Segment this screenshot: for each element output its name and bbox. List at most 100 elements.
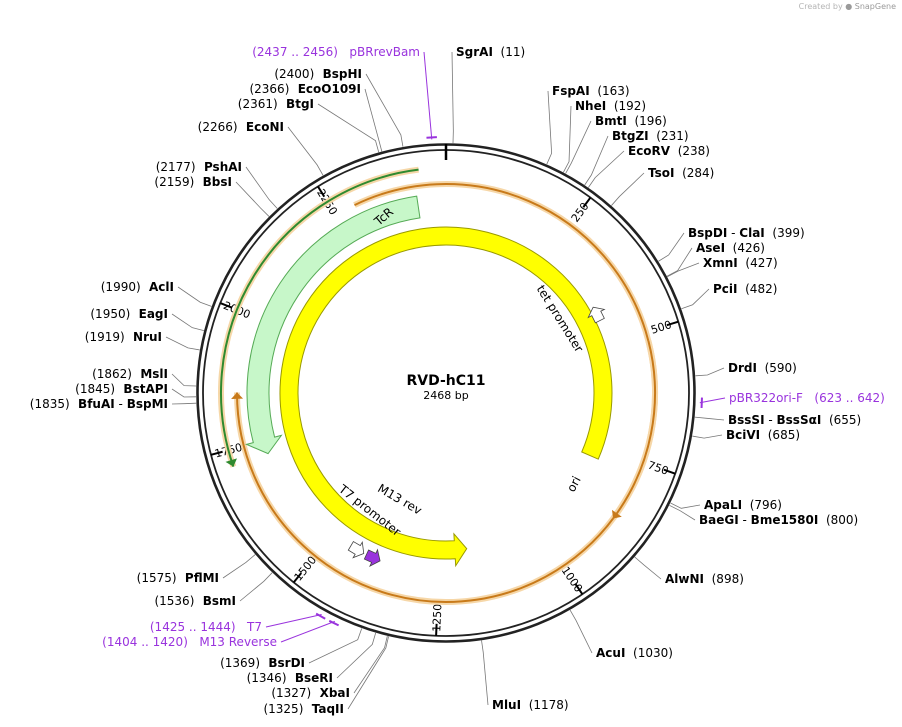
tick-500 [666, 320, 679, 327]
primer-label-pbrrevbam[interactable]: (2437 .. 2456) pBRrevBam [252, 45, 420, 59]
orf-arrowhead [231, 392, 244, 400]
enzyme-label-bseri[interactable]: (1346) BseRI [247, 671, 333, 685]
enzyme-position: (1950) [90, 307, 130, 321]
enzyme-position: (2400) [274, 67, 314, 81]
enzyme-label-taqii[interactable]: (1325) TaqII [263, 702, 344, 716]
primer-leader-m13-reverse [280, 620, 335, 643]
m13-rev-arrow[interactable] [363, 546, 384, 569]
enzyme-label-pflmi[interactable]: (1575) PflMI [137, 571, 219, 585]
enzyme-label-ecoo109i[interactable]: (2366) EcoO109I [249, 82, 361, 96]
primer-name: M13 Reverse [188, 635, 277, 649]
enzyme-position: (399) [765, 226, 805, 240]
enzyme-label-bfuai[interactable]: (1835) BfuAI - BspMI [30, 397, 168, 411]
leader-acui [569, 609, 593, 654]
enzyme-label-bsphi[interactable]: (2400) BspHI [274, 67, 362, 81]
enzyme-name: MslI [132, 367, 168, 381]
ori-label: ori [564, 474, 584, 494]
leader-bsmi [239, 572, 273, 602]
enzyme-position: (1862) [92, 367, 132, 381]
enzyme-position: (2361) [238, 97, 278, 111]
enzyme-position: (655) [821, 413, 861, 427]
enzyme-label-sgrai[interactable]: SgrAI (11) [456, 45, 525, 59]
enzyme-label-econi[interactable]: (2266) EcoNI [198, 120, 284, 134]
primer-label-t7[interactable]: (1425 .. 1444) T7 [150, 620, 262, 634]
tcr-gene-arrow[interactable] [244, 195, 421, 455]
enzyme-position: (1346) [247, 671, 287, 685]
enzyme-position: (1536) [154, 594, 194, 608]
enzyme-label-bcivi[interactable]: BciVI (685) [726, 428, 800, 442]
enzyme-name: BsrDI [260, 656, 305, 670]
enzyme-name: BsmI [194, 594, 236, 608]
enzyme-label-tsoi[interactable]: TsoI (284) [648, 166, 714, 180]
enzyme-label-acli[interactable]: (1990) AclI [101, 280, 174, 294]
T7-promoter-arrow[interactable] [346, 538, 368, 561]
enzyme-label-fspai[interactable]: FspAI (163) [552, 84, 630, 98]
tick-label-750: 750 [646, 459, 670, 478]
enzyme-separator: - [765, 413, 777, 427]
enzyme-label-xmni[interactable]: XmnI (427) [703, 256, 778, 270]
enzyme-position: (796) [742, 498, 782, 512]
leader-baegi [669, 504, 696, 521]
enzyme-label-bsmi[interactable]: (1536) BsmI [154, 594, 236, 608]
leader-bseri [336, 632, 377, 679]
primer-leader-pbrrevbam [423, 51, 433, 140]
enzyme-label-alwni[interactable]: AlwNI (898) [665, 572, 744, 586]
enzyme-label-ecorv[interactable]: EcoRV (238) [628, 144, 710, 158]
leader-drdi [695, 367, 725, 377]
ori-arrow[interactable] [279, 226, 613, 568]
orf-arc [220, 168, 419, 467]
enzyme-label-eagi[interactable]: (1950) EagI [90, 307, 168, 321]
enzyme-name: BspMI [127, 397, 168, 411]
enzyme-name: BspHI [314, 67, 362, 81]
primer-label-m13-reverse[interactable]: (1404 .. 1420) M13 Reverse [102, 635, 277, 649]
enzyme-name: FspAI [552, 84, 590, 98]
enzyme-label-xbai[interactable]: (1327) XbaI [271, 686, 350, 700]
tet-promoter-arrow[interactable] [585, 303, 608, 324]
enzyme-name: BciVI [726, 428, 760, 442]
enzyme-position: (1845) [75, 382, 115, 396]
enzyme-label-bbsi[interactable]: (2159) BbsI [154, 175, 232, 189]
enzyme-label-bstapi[interactable]: (1845) BstAPI [75, 382, 168, 396]
enzyme-position: (1178) [521, 698, 569, 712]
enzyme-position: (196) [627, 114, 667, 128]
enzyme-position: (1835) [30, 397, 70, 411]
enzyme-label-msli[interactable]: (1862) MslI [92, 367, 168, 381]
enzyme-label-nrui[interactable]: (1919) NruI [85, 330, 162, 344]
enzyme-label-bsrdi[interactable]: (1369) BsrDI [220, 656, 305, 670]
enzyme-position: (192) [606, 99, 646, 113]
enzyme-name: MluI [492, 698, 521, 712]
leader-bstapi [171, 388, 197, 398]
primer-label-pbr322ori-f[interactable]: pBR322ori-F (623 .. 642) [729, 391, 885, 405]
site-labels: SgrAI (11) FspAI (163)NheI (192)BmtI (196… [30, 45, 885, 716]
leader-apali [670, 502, 701, 509]
enzyme-name: BssSαI [777, 413, 822, 427]
enzyme-separator: - [739, 513, 751, 527]
enzyme-name: BfuAI [70, 397, 115, 411]
enzyme-label-drdi[interactable]: DrdI (590) [728, 361, 797, 375]
enzyme-name: XmnI [703, 256, 738, 270]
enzyme-label-pcii[interactable]: PciI (482) [713, 282, 777, 296]
enzyme-label-nhei[interactable]: NheI (192) [575, 99, 646, 113]
leader-bsphi [365, 73, 404, 147]
enzyme-label-btgi[interactable]: (2361) BtgI [238, 97, 314, 111]
enzyme-label-bsssi[interactable]: BssSI - BssSαI (655) [728, 413, 861, 427]
enzyme-label-acui[interactable]: AcuI (1030) [596, 646, 673, 660]
primer-range: (2437 .. 2456) [252, 45, 338, 59]
enzyme-label-pshai[interactable]: (2177) PshAI [156, 160, 242, 174]
enzyme-label-asei[interactable]: AseI (426) [696, 241, 765, 255]
enzyme-label-mlui[interactable]: MluI (1178) [492, 698, 569, 712]
enzyme-name: Bme1580I [751, 513, 819, 527]
enzyme-name: ApaLI [704, 498, 742, 512]
enzyme-label-bspdi[interactable]: BspDI - ClaI (399) [688, 226, 805, 240]
enzyme-name: BaeGI [699, 513, 739, 527]
enzyme-label-apali[interactable]: ApaLI (796) [704, 498, 782, 512]
tick-label-250: 250 [569, 200, 592, 225]
orf-arcs [218, 166, 658, 605]
enzyme-position: (231) [649, 129, 689, 143]
enzyme-name: BseRI [287, 671, 334, 685]
enzyme-position: (2159) [154, 175, 194, 189]
enzyme-label-btgzi[interactable]: BtgZI (231) [612, 129, 689, 143]
enzyme-label-bmti[interactable]: BmtI (196) [595, 114, 667, 128]
enzyme-label-baegi[interactable]: BaeGI - Bme1580I (800) [699, 513, 858, 527]
